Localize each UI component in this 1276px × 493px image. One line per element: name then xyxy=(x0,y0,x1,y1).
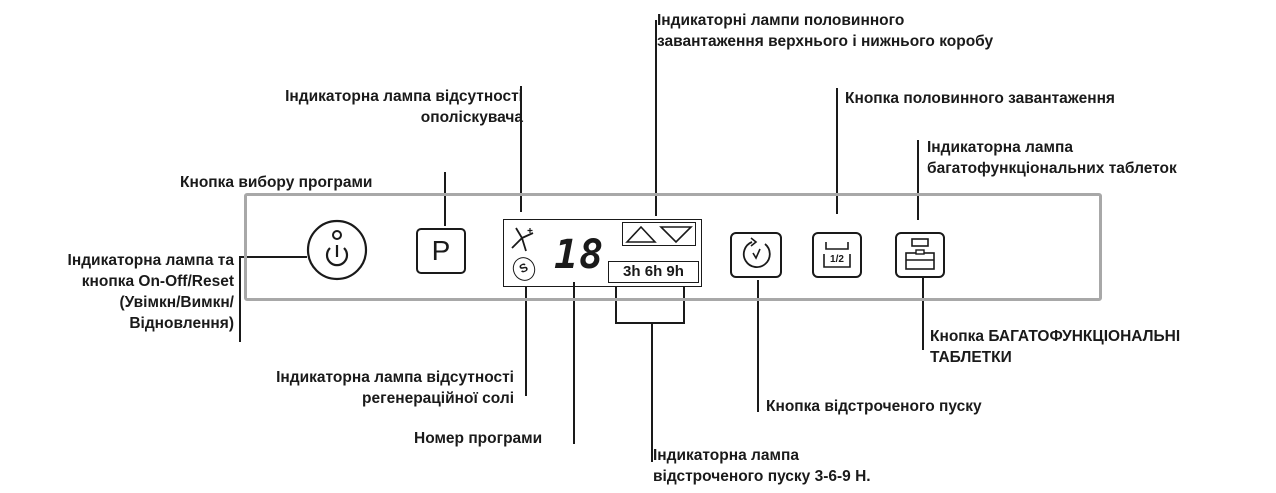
program-select-button[interactable]: P xyxy=(416,228,466,274)
leader-rinse-aid xyxy=(520,86,522,212)
program-key-label: P xyxy=(431,235,451,266)
arrow-down-icon xyxy=(659,226,693,244)
delay-6h: 6h xyxy=(644,263,663,280)
rinse-aid-icon xyxy=(511,227,534,252)
leader-power-v xyxy=(239,256,241,342)
half-load-lamps xyxy=(622,222,696,246)
label-program-button: Кнопка вибору програми xyxy=(180,174,373,191)
leader-program-button xyxy=(444,172,446,226)
delay-9h: 9h xyxy=(666,263,684,280)
delay-3h: 3h xyxy=(623,263,641,280)
leader-delay-lamp-h xyxy=(615,322,685,324)
clock-icon xyxy=(742,237,771,268)
leader-delay-lamp-v xyxy=(651,322,653,462)
leader-half-load-lamps xyxy=(655,20,657,216)
display-window xyxy=(503,219,702,287)
leader-delay-button xyxy=(757,280,759,412)
leader-delay-lamp-r xyxy=(683,286,685,324)
half-load-button[interactable]: 1/2 xyxy=(812,232,862,278)
half-load-fraction: 1/2 xyxy=(830,254,844,265)
label-tablet-lamp: Індикаторна лампа багатофункціональних т… xyxy=(927,139,1177,177)
leader-delay-lamp-l xyxy=(615,286,617,324)
leader-program-number xyxy=(573,282,575,444)
label-delay-button: Кнопка відстроченого пуску xyxy=(766,398,982,415)
control-panel xyxy=(244,193,1102,301)
leader-power-h xyxy=(239,256,307,258)
label-half-load-button: Кнопка половинного завантаження xyxy=(845,90,1115,107)
power-button[interactable] xyxy=(306,219,368,281)
delay-start-button[interactable] xyxy=(730,232,782,278)
multi-tablet-button[interactable] xyxy=(895,232,945,278)
leader-half-load-button xyxy=(836,88,838,214)
half-load-icon xyxy=(823,242,851,268)
delay-hours-indicator: 3h 6h 9h xyxy=(608,261,699,283)
program-number-display: 18 xyxy=(554,232,605,278)
arrow-up-icon xyxy=(625,225,657,243)
tablet-icon xyxy=(905,238,935,270)
leader-salt xyxy=(525,286,527,396)
leader-tablet-lamp xyxy=(917,140,919,220)
power-icon xyxy=(306,219,368,281)
label-rinse-aid-lamp: Індикаторна лампа відсутності ополіскува… xyxy=(285,88,523,126)
leader-tablet-button xyxy=(922,278,924,350)
label-half-load-lamps: Індикаторні лампи половинного завантажен… xyxy=(657,12,994,50)
label-delay-lamp: Індикаторна лампа відстроченого пуску 3-… xyxy=(653,447,871,485)
label-program-number: Номер програми xyxy=(414,430,543,447)
label-power: Індикаторна лампа та кнопка On-Off/Reset… xyxy=(67,252,234,332)
label-tablet-button: Кнопка БАГАТОФУНКЦІОНАЛЬНІ ТАБЛЕТКИ xyxy=(930,328,1181,366)
label-salt-lamp: Індикаторна лампа відсутності регенераці… xyxy=(276,369,514,407)
